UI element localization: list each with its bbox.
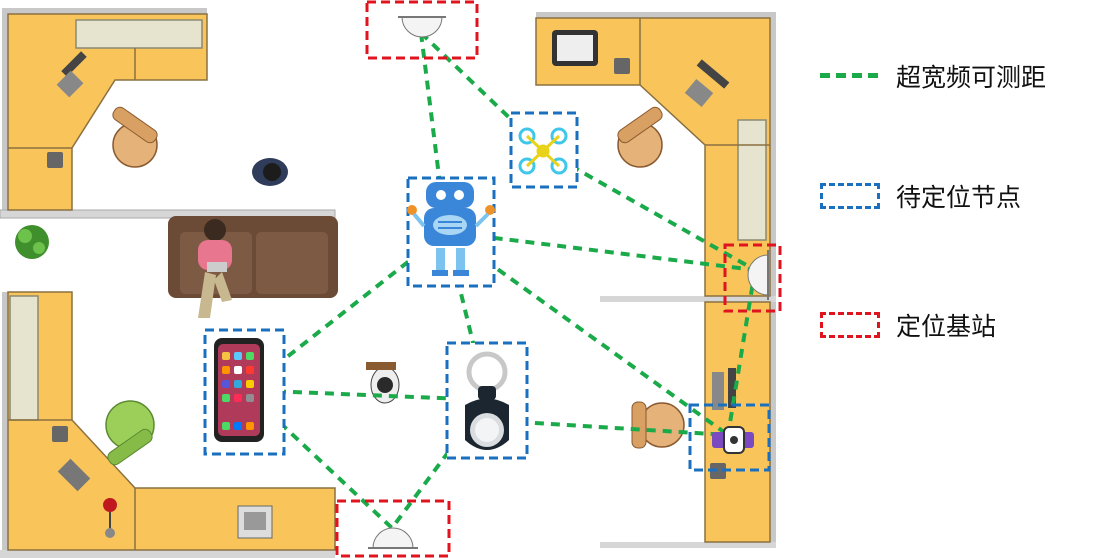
- chair-icon: [105, 400, 155, 466]
- anchor-top: [365, 0, 479, 60]
- printer-icon: [237, 505, 273, 539]
- robot-icon: [407, 182, 495, 276]
- desks: [7, 13, 771, 551]
- person-icon: [252, 158, 288, 186]
- ranging-line: [726, 269, 757, 436]
- legend-item-nodes: 待定位节点: [820, 176, 1021, 216]
- legend-item-ranging: 超宽频可测距: [820, 56, 1046, 96]
- chair-icon: [631, 401, 685, 449]
- ranging-line: [444, 230, 730, 437]
- smartphone-icon: [214, 338, 264, 442]
- airtag-icon: [465, 351, 509, 450]
- node-drone: [509, 111, 579, 189]
- computer-icon: [56, 51, 736, 492]
- ranging-line: [390, 398, 489, 530]
- tablet-icon: [552, 30, 598, 66]
- legend-label-anchors: 定位基站: [896, 312, 997, 341]
- plant-icon: [15, 225, 49, 259]
- legend-item-anchors: 定位基站: [820, 305, 996, 345]
- chair-icon: [112, 106, 158, 168]
- chair-icon: [617, 106, 663, 168]
- legend-swatch-red-box: [820, 312, 880, 338]
- anchor-right: [723, 243, 782, 313]
- floorplan-walls: [0, 8, 776, 558]
- base-station-icon: [747, 250, 769, 300]
- base-station-icon: [368, 527, 418, 549]
- lamp-icon: [103, 498, 117, 538]
- phone-icon: [47, 58, 726, 479]
- ranging-line: [419, 31, 545, 152]
- ranging-line: [542, 148, 756, 272]
- base-station-icon: [398, 16, 446, 38]
- sofa: [168, 216, 338, 298]
- smartwatch-icon: [712, 426, 754, 454]
- node-smartwatch: [688, 403, 771, 472]
- legend-swatch-dashed-line: [820, 63, 880, 89]
- person-icon: [198, 219, 232, 318]
- node-robot: [406, 176, 496, 288]
- legend-swatch-blue-box: [820, 183, 880, 209]
- node-smartphone: [203, 328, 286, 456]
- legend-label-ranging: 超宽频可测距: [896, 63, 1047, 92]
- legend-label-nodes: 待定位节点: [896, 183, 1022, 212]
- anchor-bottom: [335, 499, 451, 558]
- ranging-line: [445, 230, 756, 272]
- node-airtag: [445, 341, 529, 460]
- drone-icon: [518, 127, 568, 175]
